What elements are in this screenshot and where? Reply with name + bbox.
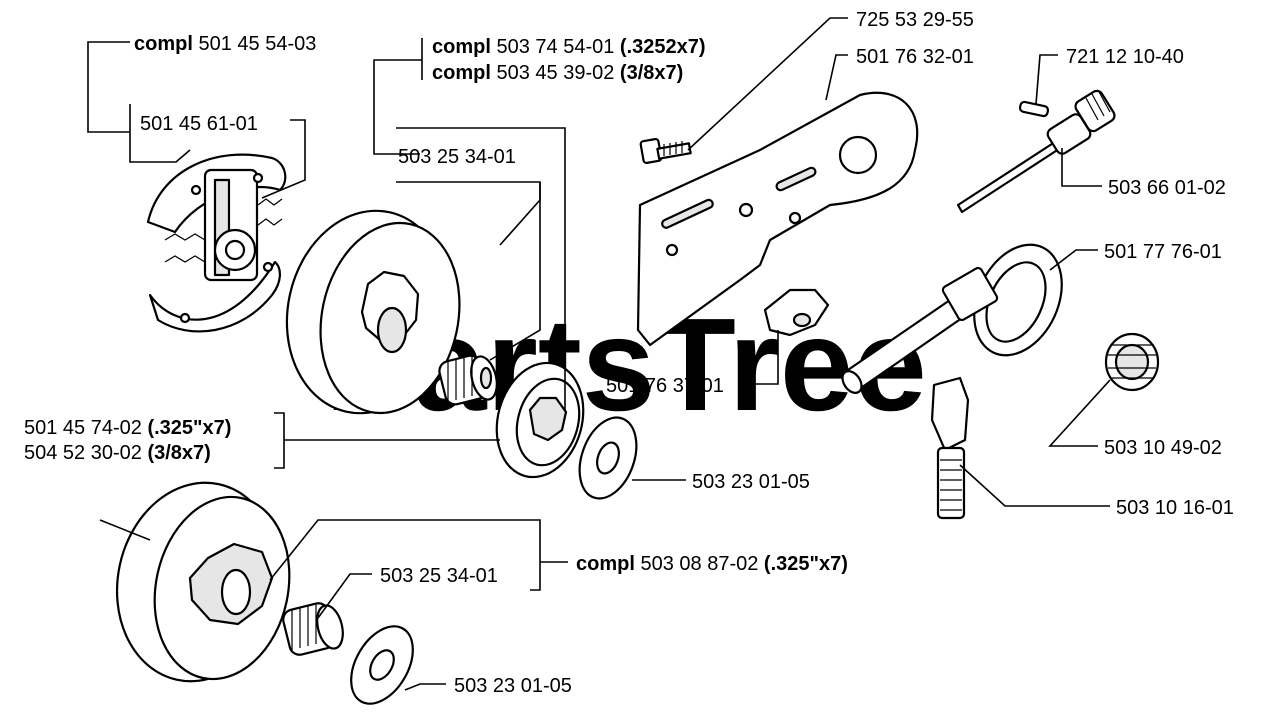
washer-1-drawing [578,416,638,500]
pin-drawing [1018,100,1050,118]
nut-label: 501 76 37-01 [606,375,724,397]
needle-bearing-1-label: 503 25 34-01 [398,146,516,168]
oil-pump-drawing [930,376,970,520]
needle-bearing-1-drawing [438,354,498,406]
clutch-compl-label: compl 501 45 54-03 [134,33,316,55]
bar-plate-label: 501 76 32-01 [856,46,974,68]
oil-pump-hose-label: 503 10 16-01 [1116,497,1234,519]
drum-compl-3-label: compl 503 08 87-02 (.325"x7) [576,553,848,575]
clutch-drum-1-drawing [285,209,461,415]
washer-2-drawing [350,625,414,705]
pin-label: 721 12 10-40 [1066,46,1184,68]
tensioner-screw-label: 503 66 01-02 [1108,177,1226,199]
clutch-drum-2-drawing [115,481,291,683]
sprocket-2-label: 504 52 30-02 (3/8x7) [24,442,211,464]
worm-gear-drawing [841,243,1063,394]
clutch-shoe-label: 501 45 61-01 [140,113,258,135]
bar-plate-drawing [636,91,919,347]
seal-drawing [1104,332,1160,392]
tensioner-screw-drawing [956,89,1116,214]
seal-label: 503 10 49-02 [1104,437,1222,459]
drum-compl-2-label: compl 503 45 39-02 (3/8x7) [432,62,683,84]
washer-2-label: 503 23 01-05 [454,675,572,697]
drum-compl-1-label: compl 503 74 54-01 (.3252x7) [432,36,706,58]
sprocket-1-label: 501 45 74-02 (.325"x7) [24,417,231,439]
needle-bearing-2-label: 503 25 34-01 [380,565,498,587]
washer-1-label: 503 23 01-05 [692,471,810,493]
leader-lines [87,17,1111,691]
nut-drawing [763,288,830,337]
sprocket-1-drawing [495,361,585,479]
worm-gear-label: 501 77 76-01 [1104,241,1222,263]
clutch-assembly-drawing [146,153,287,333]
screw-label: 725 53 29-55 [856,9,974,31]
screw-drawing [639,137,692,165]
needle-bearing-2-drawing [282,602,344,656]
